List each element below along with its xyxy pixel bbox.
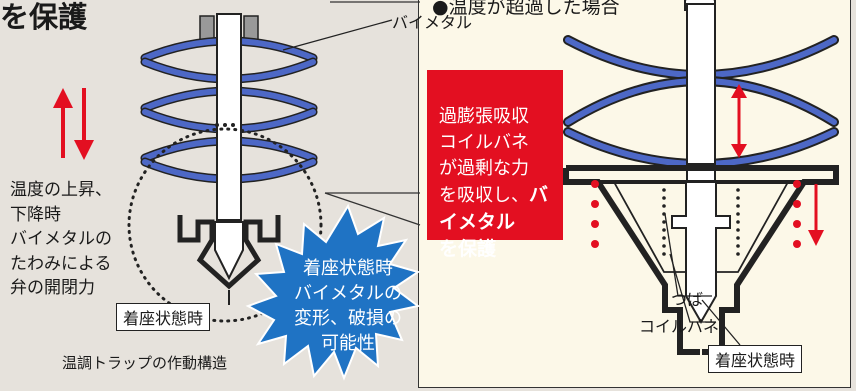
warning-burst-text: 着座状態時 バイメタルの 変形、破損の 可能性 [294,258,402,354]
left-title: を保護 [0,0,88,34]
coil-spring-label: コイルバネ [639,317,720,336]
left-seated-label: 着座状態時 [116,303,211,331]
temperature-note: 温度の上昇、 下降時 バイメタルの たわみによる 弁の開閉力 [10,180,112,298]
right-plunger [671,181,731,325]
left-shaft-front [216,13,242,221]
right-valve-assembly [563,0,839,355]
right-seated-leader [701,299,741,346]
red-callout: 過膨張吸収 コイルバネ が過剰な力 を吸収し、バイメタル を保護 [427,70,563,260]
right-housing-right [566,165,839,355]
arrow-up-head [53,88,73,108]
left-valve-plug [214,221,244,281]
left-updown-arrows [53,88,94,160]
right-title: ●温度が超過した場合 [432,0,620,18]
collar-label: つば [671,290,704,309]
warning-burst-shape [245,203,421,381]
connector-low [324,192,421,226]
right-down-arrow-head [808,230,824,246]
coil-leader [669,253,716,323]
enlargement-circle [127,127,323,323]
right-shaft-front [686,3,716,165]
left-caption: 温調トラップの作動構造 [62,354,228,372]
right-seated-label: 着座状態時 [708,345,803,373]
left-valve-seat [177,215,281,290]
collar-leader [664,213,712,297]
warning-burst [245,203,421,381]
arrow-down-head [74,140,94,160]
right-housing-left [563,168,700,355]
right-motion-marks [591,180,801,248]
bimetal-label-pointer [282,19,393,51]
red-callout-text: 過膨張吸収 コイルバネ が過剰な力 を吸収し、 [439,106,529,206]
red-callout-emphasis: バイメタル を保護 [439,184,549,260]
left-valve-assembly [140,13,318,305]
bimetal-label: バイメタル [392,13,473,32]
